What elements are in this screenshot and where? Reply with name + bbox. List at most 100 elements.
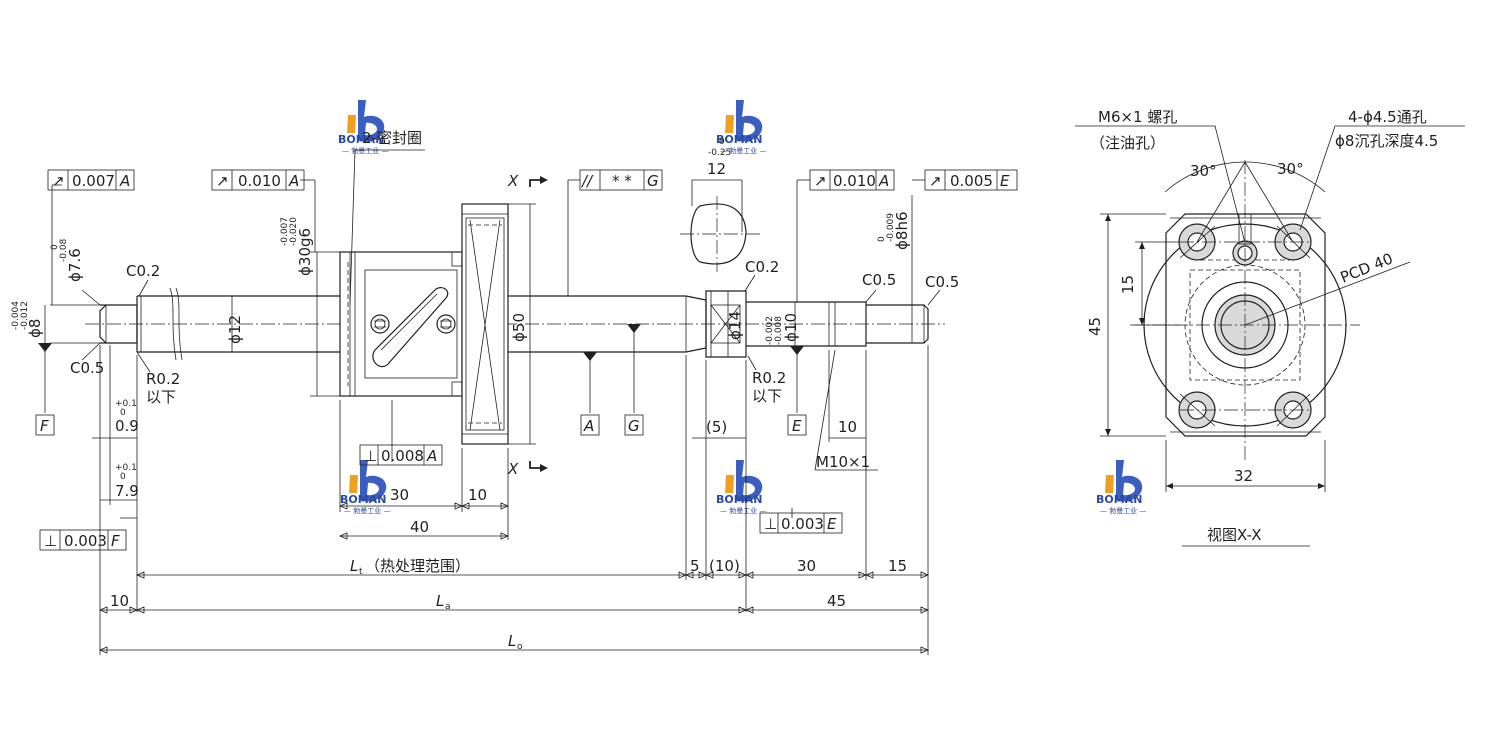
pcd-label: PCD 40 — [1338, 249, 1396, 286]
svg-text:G: G — [628, 417, 640, 435]
dim-45: 45 — [827, 592, 846, 610]
fcf-6: ⊥ 0.008 A — [359, 444, 443, 466]
dim-lo: L — [508, 632, 516, 650]
svg-text:-0.008: -0.008 — [774, 316, 784, 345]
ball-nut — [339, 203, 509, 445]
fcf-symbol: ↗ — [814, 172, 827, 190]
dim-40: 40 — [410, 518, 429, 536]
fcf-3: // * * G — [579, 169, 663, 191]
angle-30-left: 30° — [1190, 162, 1217, 180]
logo-brand: BOMAN — [338, 133, 384, 146]
svg-text:E: E — [792, 417, 802, 435]
radius-label: R0.2 — [752, 369, 786, 387]
dim-10-ref: (10) — [709, 557, 740, 575]
svg-text:-0.007: -0.007 — [280, 217, 290, 246]
dim-15: 15 — [888, 557, 907, 575]
dim-la: L — [436, 592, 444, 610]
chamfer-label: C0.5 — [70, 359, 104, 377]
labels: 2-密封圈 X X C0.2 C0.5 R0.2 以下 C0.2 R0.2 以下… — [70, 129, 959, 478]
dimension-lines — [38, 149, 941, 655]
section-x-top: X — [507, 172, 519, 190]
fcf-7: ⊥ 0.003 E — [759, 512, 843, 534]
dim-5: 5 — [690, 557, 700, 575]
dim-lt-note: （热处理范围） — [365, 557, 470, 575]
fcf-ref: E — [1000, 172, 1010, 190]
svg-text:F: F — [40, 417, 49, 435]
chamfer-label: C0.5 — [925, 273, 959, 291]
section-x-bottom: X — [507, 460, 519, 478]
dim-7.9: 7.9 — [115, 482, 139, 500]
thread-label: M10×1 — [816, 453, 870, 471]
dim-phi12: ϕ12 — [226, 315, 244, 344]
dim-15: 15 — [1119, 275, 1137, 294]
dim-10: 10 — [110, 592, 129, 610]
svg-text:-0.002: -0.002 — [765, 316, 775, 345]
dim-30: 30 — [797, 557, 816, 575]
fcf-symbol: ⊥ — [44, 532, 57, 550]
view-xx: M6×1 螺孔 （注油孔） 4-ϕ4.5通孔 ϕ8沉孔深度4.5 PCD 40 … — [1075, 108, 1465, 547]
chamfer-label: C0.2 — [745, 258, 779, 276]
logo-2: BOMAN — 勃曼工业 — — [716, 100, 766, 155]
fcf-2: ↗ 0.010 A — [211, 169, 305, 191]
dim-5-ref: (5) — [706, 418, 727, 436]
logo-sub: — 勃曼工业 — — [720, 146, 766, 155]
fcf-symbol: ⊥ — [364, 447, 377, 465]
m6-label: M6×1 螺孔 — [1098, 108, 1177, 126]
dim-phi7.6: ϕ7.6 — [66, 248, 84, 282]
fcf-ref: G — [647, 172, 659, 190]
dimension-text: ϕ7.6 0 -0.08 ϕ8 -0.004 -0.012 ϕ30g6 -0.0… — [11, 137, 911, 652]
fcf-value: 0.008 — [381, 447, 424, 465]
logo-sub: — 勃曼工业 — — [344, 506, 390, 515]
fcf-ref: F — [111, 532, 120, 550]
dim-lt: L — [350, 557, 358, 575]
dim-phi8: ϕ8 — [26, 319, 44, 338]
radius-note: 以下 — [752, 387, 782, 405]
fcf-ref: A — [878, 172, 889, 190]
logo-sub: — 勃曼工业 — — [1100, 506, 1146, 515]
logo-sub: — 勃曼工业 — — [720, 506, 766, 515]
fcf-value: 0.010 — [833, 172, 876, 190]
counterbore-label: ϕ8沉孔深度4.5 — [1335, 132, 1438, 150]
oil-hole-label: （注油孔） — [1090, 134, 1165, 152]
svg-text:+0.1: +0.1 — [115, 463, 137, 473]
svg-text:0: 0 — [50, 244, 60, 250]
logo-brand: BOMAN — [1096, 493, 1142, 506]
svg-text:t: t — [359, 567, 363, 577]
fcf-5: ↗ 0.005 E — [924, 169, 1018, 191]
fcf-1: ↗ 0.007 A — [47, 169, 135, 191]
fcf-value: 0.010 — [238, 172, 281, 190]
dim-32: 32 — [1234, 467, 1253, 485]
fcf-value: 0.007 — [72, 172, 115, 190]
svg-text:A: A — [583, 417, 594, 435]
dim-phi50: ϕ50 — [510, 313, 528, 342]
svg-text:-0.012: -0.012 — [20, 301, 30, 330]
svg-text:a: a — [445, 602, 451, 612]
chamfer-label: C0.2 — [126, 262, 160, 280]
view-caption: 视图X-X — [1207, 526, 1261, 544]
fcf-symbol: ↗ — [929, 172, 942, 190]
datum-e: E — [787, 414, 807, 436]
fcf-symbol: ↗ — [52, 172, 65, 190]
dim-10: 10 — [468, 486, 487, 504]
svg-text:-0.004: -0.004 — [11, 301, 21, 330]
svg-text:0: 0 — [719, 137, 725, 147]
key-section — [680, 196, 760, 272]
fcf-value: 0.003 — [781, 515, 824, 533]
chamfer-label: C0.5 — [862, 271, 896, 289]
dim-0.9: 0.9 — [115, 417, 139, 435]
svg-text:-0.009: -0.009 — [886, 213, 896, 242]
datum-g: G — [624, 414, 644, 436]
logo-brand: BOMAN — [340, 493, 386, 506]
dim-10: 10 — [838, 418, 857, 436]
dim-phi30g6: ϕ30g6 — [296, 228, 314, 276]
dim-30: 30 — [390, 486, 409, 504]
svg-text:0: 0 — [877, 236, 887, 242]
datum-f: F — [35, 414, 55, 436]
fcf-symbol: ⊥ — [764, 515, 777, 533]
logo-5: BOMAN — 勃曼工业 — — [1096, 460, 1146, 515]
logo-3: BOMAN — 勃曼工业 — — [716, 460, 766, 515]
logo-sub: — 勃曼工业 — — [342, 146, 388, 155]
fcf-ref: A — [119, 172, 130, 190]
logo-brand: BOMAN — [716, 133, 762, 146]
